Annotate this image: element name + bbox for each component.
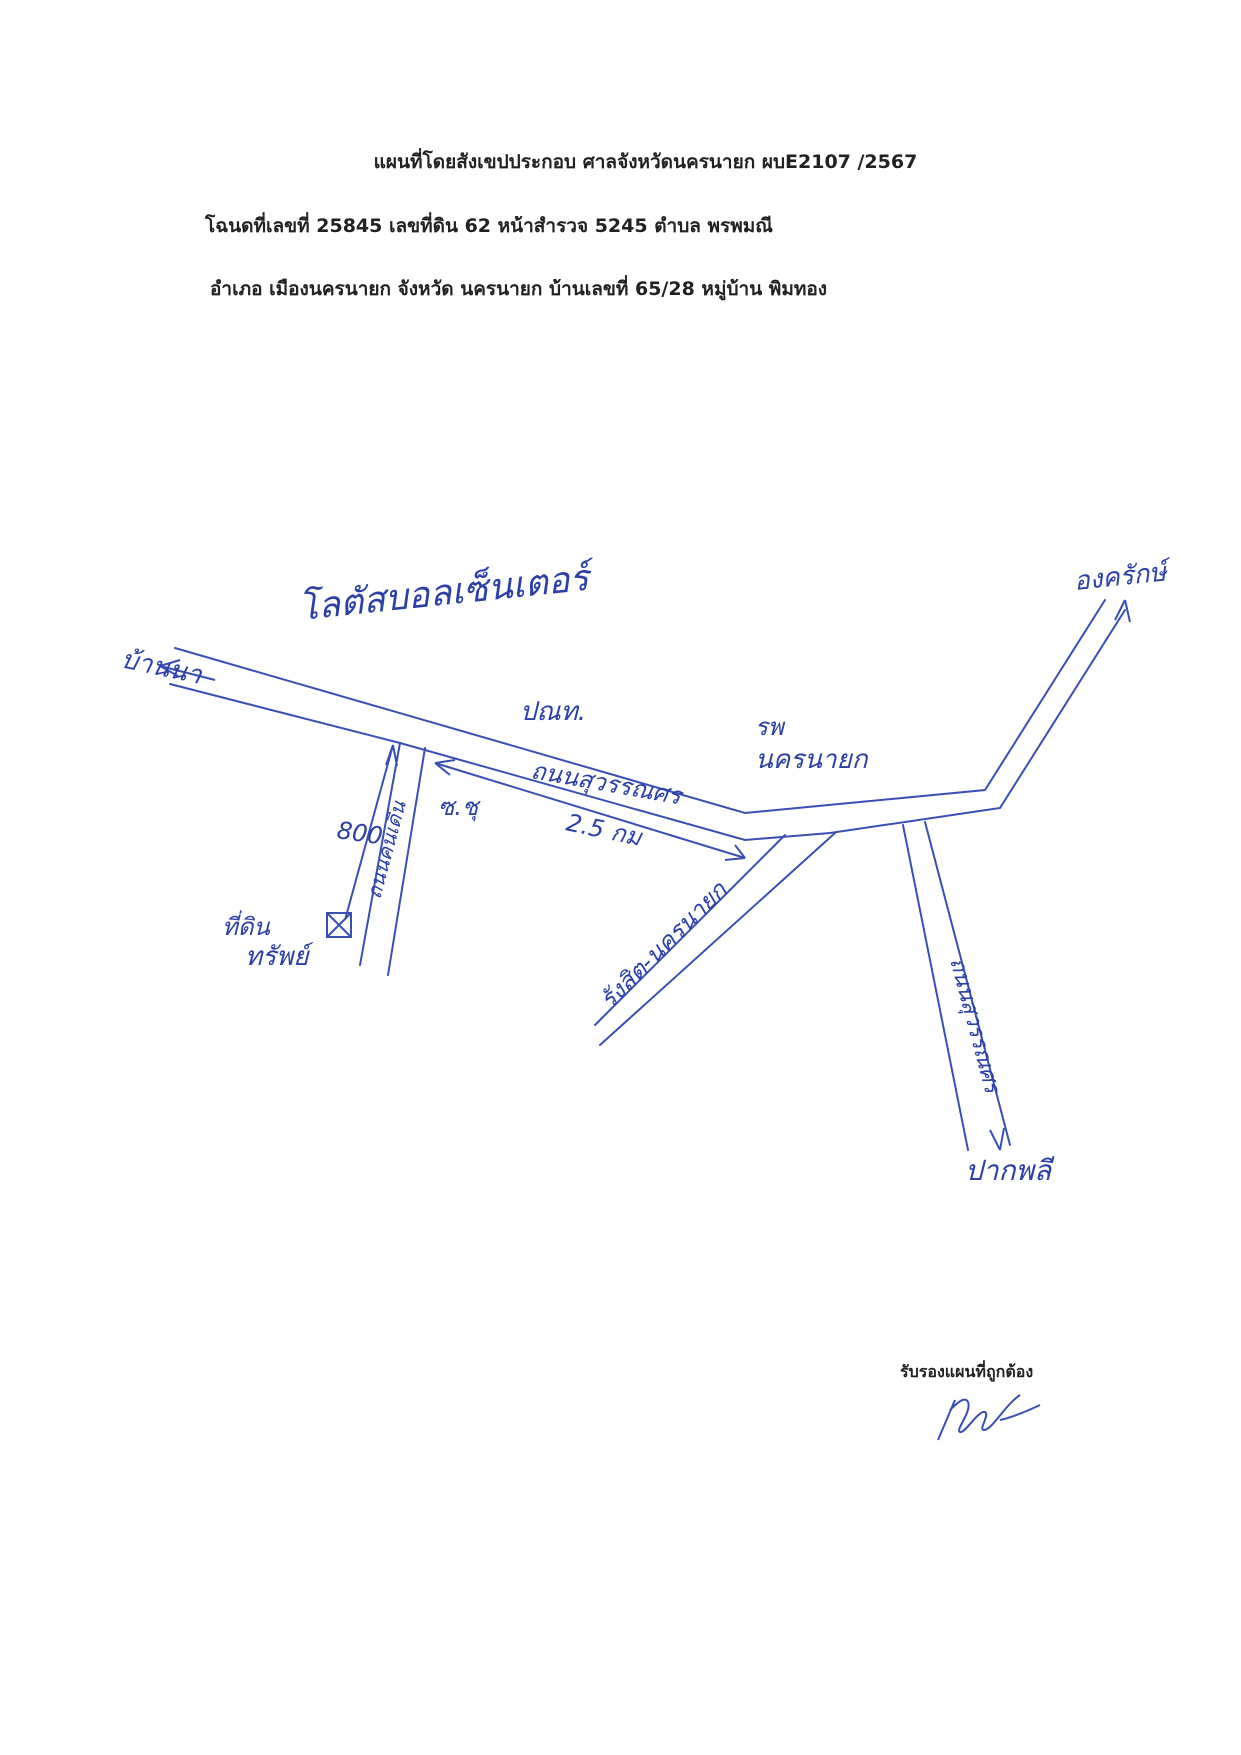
header-deed-info: โฉนดที่เลขที่ 25845 เลขที่ดิน 62 หน้าสำร… bbox=[205, 215, 773, 237]
label-target-2: ทรัพย์ bbox=[245, 942, 313, 972]
label-hospital-2: นครนายก bbox=[755, 745, 869, 775]
soi-road bbox=[344, 742, 426, 976]
label-lotus: โลตัสบอลเซ็นเตอร์ bbox=[296, 555, 597, 629]
main-road bbox=[159, 599, 1131, 842]
label-soi-ne: ซ.ชุ bbox=[438, 793, 481, 822]
label-target-1: ที่ดิน bbox=[222, 910, 270, 941]
label-hospital-1: รพ bbox=[755, 713, 786, 741]
header-title: แผนที่โดยสังเขปประกอบ ศาลจังหวัดนครนายก … bbox=[373, 151, 918, 173]
rangsit-road bbox=[594, 832, 836, 1046]
label-ban-na: บ้านนา bbox=[119, 645, 206, 692]
label-soi-name: ถนนคนเดิน bbox=[362, 797, 411, 901]
signature bbox=[937, 1394, 1041, 1441]
label-post-office: ปณท. bbox=[520, 697, 586, 727]
label-pak-phli: ปากพลี bbox=[965, 1154, 1055, 1187]
label-rangsit-road: รังสิต-นครนายก bbox=[594, 875, 733, 1014]
certify-label: รับรองแผนที่ถูกต้อง bbox=[900, 1362, 1034, 1381]
label-suwannasorn: ถนนสุวรรณศร bbox=[529, 756, 686, 811]
south-road bbox=[902, 821, 1011, 1151]
header-location-info: อำเภอ เมืองนครนายก จังหวัด นครนายก บ้านเ… bbox=[210, 278, 828, 300]
distance-arrow bbox=[434, 759, 746, 861]
label-distance-km: 2.5 กม bbox=[564, 808, 645, 851]
label-distance-m: 800 bbox=[335, 816, 384, 850]
label-ongkharak: องครักษ์ bbox=[1073, 557, 1174, 597]
parcel-marker bbox=[326, 912, 352, 938]
